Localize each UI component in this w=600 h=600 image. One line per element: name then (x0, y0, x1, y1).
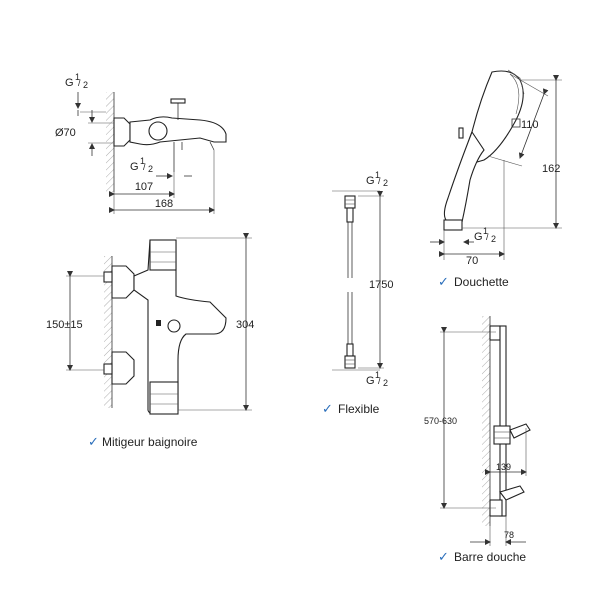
check-icon-hose: ✓ (322, 402, 333, 417)
handshower-thread-g: G (474, 231, 483, 243)
hose-thread-top-den: 2 (383, 178, 388, 188)
connector-lower (111, 351, 135, 385)
mixer-thread-top-g: G (65, 77, 74, 89)
shower-head (465, 70, 524, 165)
hose-caption: Flexible (338, 402, 380, 416)
hose-nut-top (344, 195, 356, 209)
handshower-head-size: 110 (521, 119, 539, 131)
hose-thread-top-num: 1 (375, 170, 380, 180)
handshower-caption: Douchette (454, 275, 509, 289)
rail-slider (493, 425, 511, 445)
mixer-thread-mid-slash: / (143, 162, 146, 172)
rail-depth-139: 139 (496, 462, 511, 472)
rail-height-label: 570-630 (424, 416, 457, 426)
hose-drawing: G 1 / 2 G 1 / 2 1750 ✓ Flexible (322, 170, 393, 417)
hose-thread-top-slash: / (378, 176, 381, 186)
mixer-mark (156, 320, 161, 326)
handshower-thread-slash: / (486, 232, 489, 242)
rail-depth-78: 78 (504, 530, 514, 540)
mixer-thread-mid-g: G (130, 161, 139, 173)
handshower-length-label: 162 (542, 163, 560, 175)
hose-thread-bottom-num: 1 (375, 370, 380, 380)
connector-upper (111, 265, 135, 299)
mixer-diameter-label: Ø70 (55, 127, 76, 139)
handshower-thread-num: 1 (483, 226, 488, 236)
rail-bar (499, 325, 507, 517)
hose-length-label: 1750 (369, 279, 393, 291)
rail-caption: Barre douche (454, 550, 526, 564)
shower-connector (443, 219, 463, 231)
handshower-thread-den: 2 (491, 234, 496, 244)
mixer-body-top (129, 116, 227, 146)
mixer-width-168: 168 (155, 198, 173, 210)
mixer-thread-mid-den: 2 (148, 164, 153, 174)
handshower-width-label: 70 (466, 255, 478, 267)
mixer-thread-top-den: 2 (83, 80, 88, 90)
wall-hatch-front (104, 256, 112, 408)
mixer-thread-top-num: 1 (75, 72, 80, 82)
rail-soap-dish (499, 485, 525, 501)
check-icon-handshower: ✓ (438, 275, 449, 290)
hose-thread-bottom-den: 2 (383, 378, 388, 388)
hose-thread-bottom-g: G (366, 375, 375, 387)
hose-nut-bottom (344, 355, 356, 369)
wall-hatch-rail (482, 316, 490, 526)
mixer-connector (113, 117, 131, 147)
mixer-thread-mid-num: 1 (140, 156, 145, 166)
mixer-outlet (167, 319, 181, 333)
mixer-thread-top-slash: / (78, 78, 81, 88)
handshower-drawing: 110 162 G 1 / 2 70 ✓ Douchette (430, 69, 562, 290)
rail-bracket-top (489, 325, 501, 341)
mixer-width-107: 107 (135, 181, 153, 193)
check-icon-rail: ✓ (438, 550, 449, 565)
mixer-front-view: 150±15 304 ✓ Mitigeur baignoire (46, 233, 254, 450)
mixer-caption: Mitigeur baignoire (102, 435, 198, 449)
mixer-handle-bottom (149, 381, 179, 415)
hose-thread-bottom-slash: / (378, 376, 381, 386)
rail-drawing: 570-630 139 78 ✓ Barre douche (424, 316, 531, 565)
mixer-handle-top (149, 239, 177, 271)
mixer-height-label: 304 (236, 319, 254, 331)
mixer-knob (148, 121, 168, 141)
mixer-spacing-label: 150±15 (46, 319, 83, 331)
mixer-top-view: G 1 / 2 Ø70 G 1 / 2 107 168 (55, 72, 227, 214)
hose-thread-top-g: G (366, 175, 375, 187)
shower-handle (443, 130, 485, 223)
check-icon-mixer: ✓ (88, 435, 99, 450)
wall-hatch (106, 92, 114, 192)
